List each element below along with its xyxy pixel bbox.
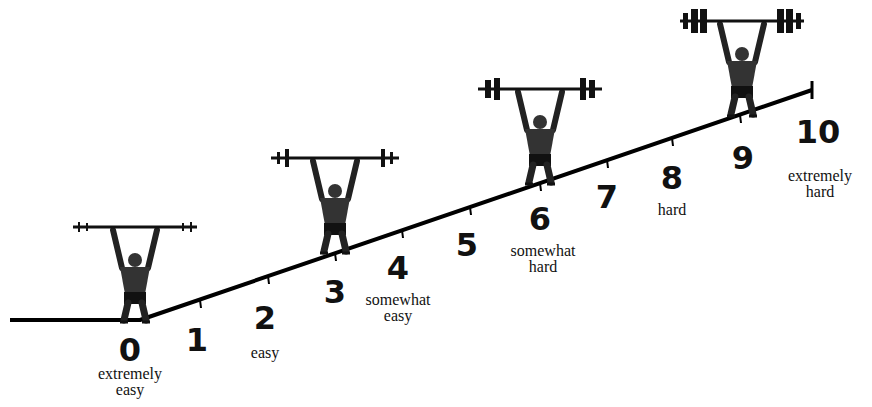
scale-label: somewhat easy bbox=[356, 292, 440, 324]
scale-number: 5 bbox=[456, 229, 478, 261]
scale-number: 7 bbox=[596, 181, 618, 213]
scale-number: 1 bbox=[186, 324, 208, 356]
scale-label: easy bbox=[223, 345, 307, 361]
scale-number: 8 bbox=[661, 162, 683, 194]
scale-label: extremely easy bbox=[88, 366, 172, 398]
scale-label: hard bbox=[630, 202, 714, 218]
scale-number: 9 bbox=[732, 142, 754, 174]
scale-ticks bbox=[200, 115, 741, 308]
scale-label: somewhat hard bbox=[501, 243, 585, 275]
scale-label: extremely hard bbox=[778, 168, 862, 200]
lifter-figure bbox=[478, 78, 602, 184]
scale-number: 10 bbox=[796, 116, 841, 148]
lifter-figure bbox=[271, 149, 399, 253]
scale-number: 4 bbox=[387, 252, 409, 284]
scale-number: 2 bbox=[254, 302, 276, 334]
lifter-figure bbox=[680, 9, 804, 116]
lifter-figure bbox=[73, 222, 197, 322]
scale-end-tick bbox=[811, 81, 814, 99]
scale-number: 0 bbox=[119, 334, 141, 366]
scale-number: 6 bbox=[529, 203, 551, 235]
scale-number: 3 bbox=[324, 276, 346, 308]
